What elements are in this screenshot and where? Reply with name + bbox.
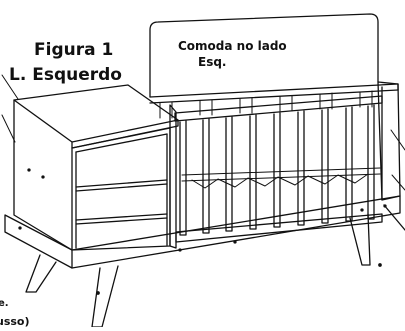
front-slats <box>179 104 375 236</box>
figure-number: Figura 1 <box>34 40 114 60</box>
side-label: L. Esquerdo <box>9 65 122 85</box>
headboard-panel <box>149 13 379 98</box>
base-platform <box>4 195 401 269</box>
right-end-post <box>377 81 401 201</box>
cropped-text-fragment: e. <box>0 298 9 309</box>
dresser-side-note-abbrev: Esq. <box>198 55 227 69</box>
mattress-support <box>181 167 381 189</box>
dresser-side-note: Comoda no lado <box>178 39 287 53</box>
back-rail <box>149 83 399 104</box>
cropped-text-fragment-2: usso) <box>0 315 30 328</box>
callout-lines <box>1 74 405 191</box>
dresser <box>13 84 179 251</box>
